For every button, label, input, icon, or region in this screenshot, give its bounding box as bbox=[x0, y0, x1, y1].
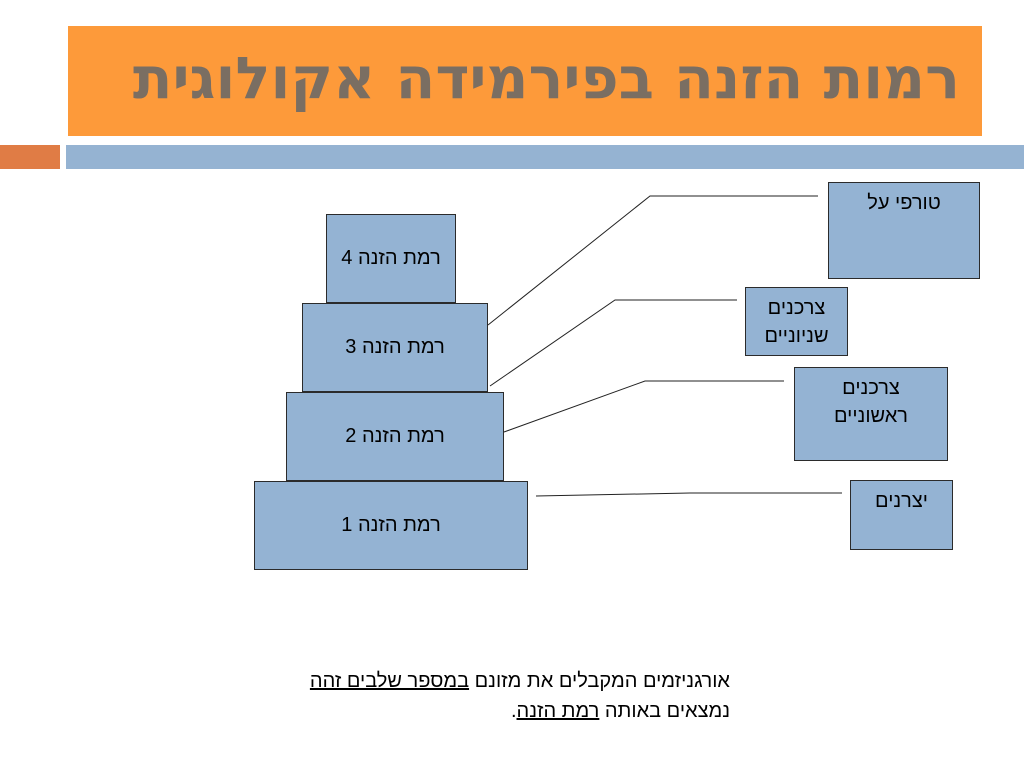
category-secondary-consumers: צרכנים שניוניים bbox=[745, 287, 848, 356]
category-producers: יצרנים bbox=[850, 480, 953, 550]
trophic-level-1: רמת הזנה 1 bbox=[254, 481, 528, 570]
trophic-level-2-label: רמת הזנה 2 bbox=[345, 425, 445, 447]
trophic-level-4-label: רמת הזנה 4 bbox=[341, 247, 441, 269]
category-primary-consumers: צרכנים ראשוניים bbox=[794, 367, 948, 461]
trophic-level-3-label: רמת הזנה 3 bbox=[345, 336, 445, 358]
caption-underline-level: רמת הזנה bbox=[516, 700, 600, 722]
category-apex-predators-label: טורפי על bbox=[867, 192, 941, 214]
connector-producers bbox=[535, 492, 842, 497]
connector-apex-predators bbox=[487, 195, 818, 326]
trophic-level-2: רמת הזנה 2 bbox=[286, 392, 504, 481]
caption-text-2: נמצאים באותה bbox=[599, 700, 730, 722]
trophic-level-4: רמת הזנה 4 bbox=[326, 214, 456, 303]
trophic-level-1-label: רמת הזנה 1 bbox=[341, 514, 441, 536]
slide-title: רמות הזנה בפירמידה אקולוגית bbox=[132, 44, 960, 112]
connector-secondary-consumers bbox=[489, 299, 737, 387]
caption-text-3: . bbox=[510, 700, 517, 722]
trophic-level-3: רמת הזנה 3 bbox=[302, 303, 488, 392]
caption-underline-steps: במספר שלבים זהה bbox=[309, 670, 470, 692]
category-primary-consumers-line2: ראשוניים bbox=[834, 405, 908, 427]
accent-square bbox=[0, 145, 60, 169]
category-primary-consumers-line1: צרכנים bbox=[842, 377, 900, 399]
divider-bar bbox=[66, 145, 1024, 169]
category-apex-predators: טורפי על bbox=[828, 182, 980, 279]
category-secondary-consumers-line1: צרכנים bbox=[767, 297, 826, 319]
definition-caption: אורגניזמים המקבלים את מזונם במספר שלבים … bbox=[300, 666, 730, 726]
category-secondary-consumers-line2: שניוניים bbox=[764, 325, 829, 347]
category-producers-label: יצרנים bbox=[875, 490, 928, 512]
title-banner: רמות הזנה בפירמידה אקולוגית bbox=[68, 26, 982, 136]
connector-primary-consumers bbox=[503, 380, 784, 433]
caption-text-1: אורגניזמים המקבלים את מזונם bbox=[469, 670, 730, 692]
